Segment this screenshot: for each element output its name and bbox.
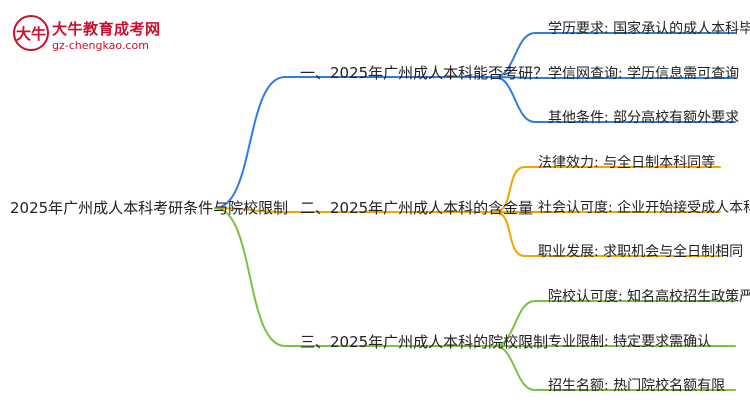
leaf-topic-2-1: 法律效力: 与全日制本科同等: [538, 155, 716, 171]
branch-topic-2: 二、2025年广州成人本科的含金量: [300, 199, 534, 217]
connector-root-branch-3: [214, 207, 286, 347]
logo-mark-icon: 大牛: [13, 15, 49, 51]
connector-root-branch-1: [214, 76, 286, 209]
connector-branch-2-leaf-3: [494, 211, 526, 257]
branch-topic-1: 一、2025年广州成人本科能否考研？: [300, 64, 549, 82]
connector-branch-3-leaf-3: [494, 345, 536, 391]
site-logo[interactable]: 大牛 大牛教育成考网 gz-chengkao.com: [12, 14, 172, 56]
connector-root-branch-2: [214, 207, 286, 213]
connector-branch-3-leaf-1: [494, 300, 536, 347]
leaf-topic-2-3: 职业发展: 求职机会与全日制相同: [538, 244, 744, 260]
root-topic: 2025年广州成人本科考研条件与院校限制: [10, 199, 289, 217]
logo-site-name: 大牛教育成考网: [52, 20, 161, 38]
leaf-topic-1-3: 其他条件: 部分高校有额外要求: [548, 110, 740, 126]
leaf-topic-1-2: 学信网查询: 学历信息需可查询: [548, 66, 740, 82]
leaf-topic-3-2: 专业限制: 特定要求需确认: [548, 334, 712, 350]
logo-mark-text: 大牛: [16, 25, 46, 43]
connector-branch-1-leaf-3: [494, 76, 536, 123]
connector-branch-2-leaf-1: [494, 166, 526, 213]
leaf-topic-2-2: 社会认可度: 企业开始接受成人本科: [538, 200, 750, 216]
logo-site-url: gz-chengkao.com: [52, 39, 149, 52]
leaf-topic-3-1: 院校认可度: 知名高校招生政策严格: [548, 289, 750, 305]
branch-topic-3: 三、2025年广州成人本科的院校限制: [300, 333, 549, 351]
connector-branch-1-leaf-1: [494, 32, 536, 78]
leaf-topic-1-1: 学历要求: 国家承认的成人本科毕业证书: [548, 21, 750, 37]
leaf-topic-3-3: 招生名额: 热门院校名额有限: [548, 378, 726, 394]
